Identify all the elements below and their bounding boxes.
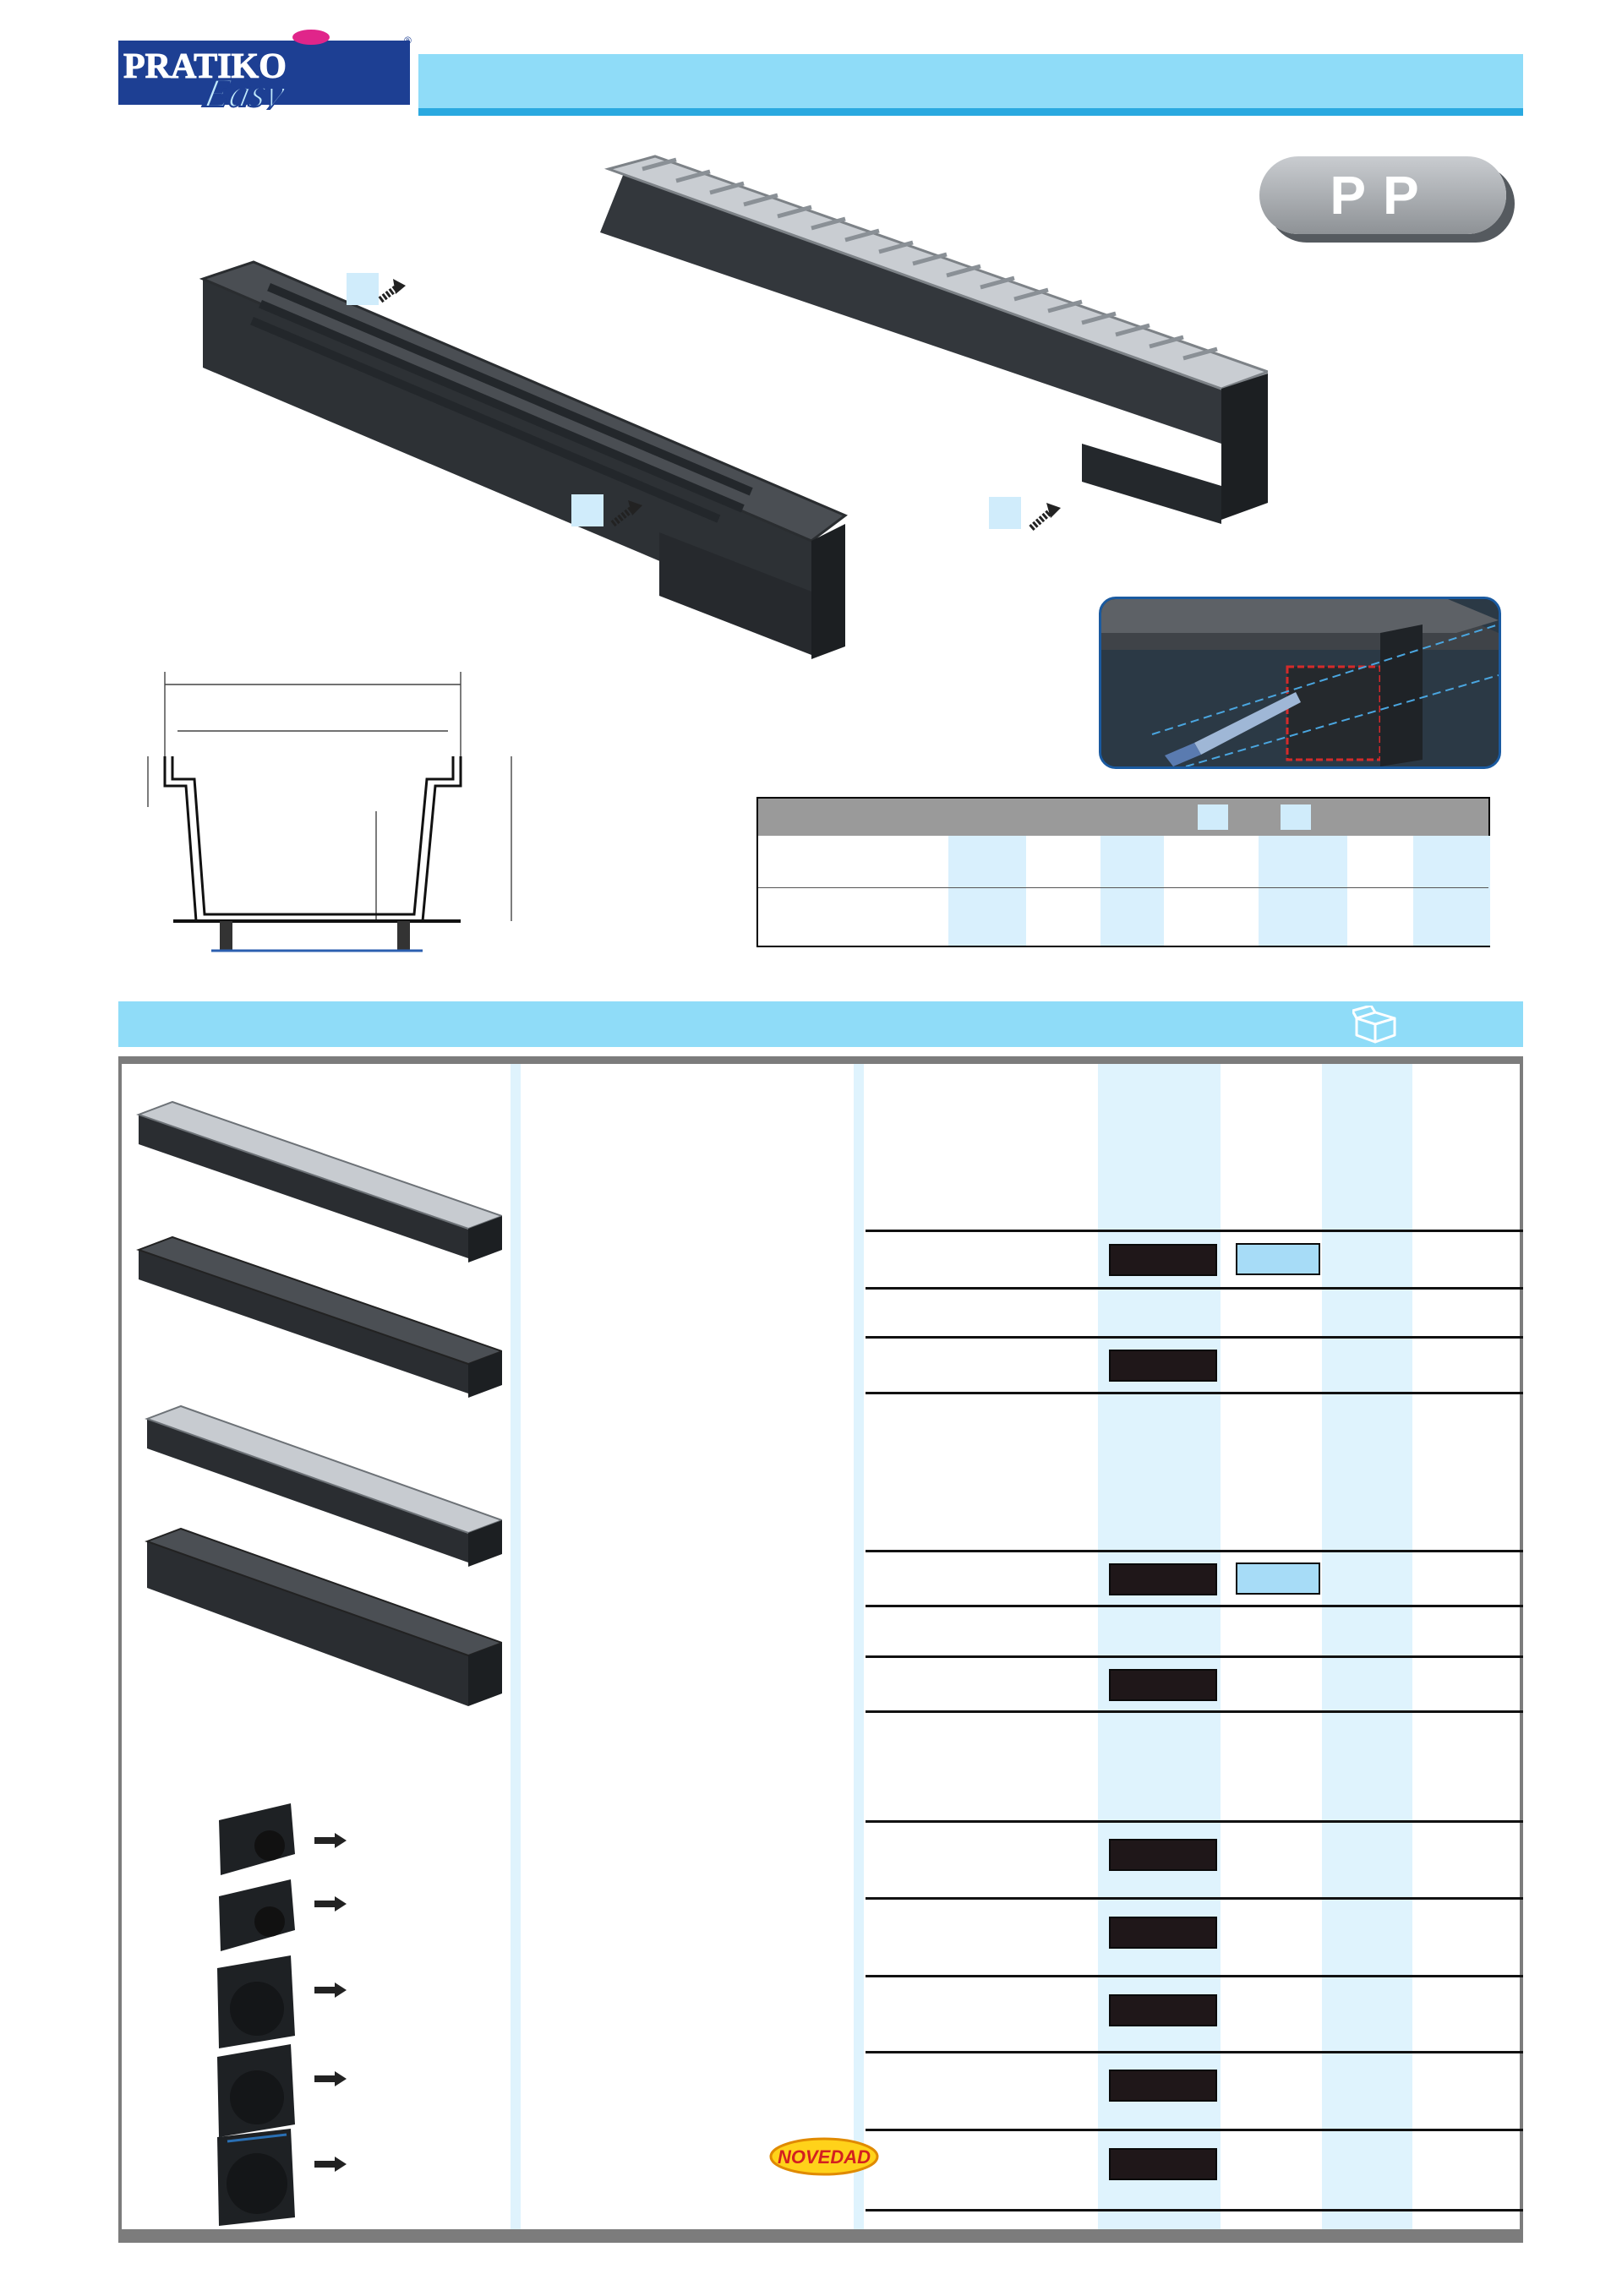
striped-arrow-icon	[314, 2157, 347, 2172]
header-bar	[418, 54, 1523, 108]
striped-arrow-icon	[314, 1896, 347, 1912]
dimensions-table	[756, 797, 1490, 947]
striped-arrow-icon	[314, 1982, 347, 1998]
pratiko-easy-logo: PRATIKO ® Easy	[118, 25, 414, 117]
channel-galvanised-thumb-2	[145, 1404, 502, 1567]
header-marker	[1281, 804, 1311, 830]
code-box-blue	[1236, 1243, 1320, 1275]
svg-text:®: ®	[404, 35, 412, 46]
code-box	[1109, 1563, 1217, 1595]
cut-detail-photo	[1099, 597, 1501, 769]
material-badge: PP	[1259, 156, 1506, 234]
end-cap-thumb-3	[217, 1955, 295, 2048]
code-box	[1109, 2148, 1217, 2180]
channel-galvanised-thumb-1	[136, 1100, 502, 1263]
end-cap-thumb-5	[217, 2129, 295, 2226]
end-cap-thumb-1	[219, 1803, 295, 1875]
striped-arrow-icon	[314, 2071, 347, 2086]
novedad-badge: NOVEDAD	[769, 2137, 879, 2176]
dimensions-table-header	[758, 799, 1488, 836]
code-box	[1109, 1994, 1217, 2026]
channel-plastic-thumb-1	[136, 1235, 502, 1398]
code-box	[1109, 1839, 1217, 1871]
hero-channels-illustration	[199, 155, 1268, 659]
code-box	[1109, 1350, 1217, 1382]
cross-section-drawing	[147, 672, 512, 952]
code-box-blue	[1236, 1562, 1320, 1595]
end-cap-thumb-2	[219, 1879, 295, 1951]
brand-name: PRATIKO	[123, 47, 287, 86]
code-box	[1109, 2070, 1217, 2102]
header-marker	[1198, 804, 1228, 830]
svg-text:NOVEDAD: NOVEDAD	[778, 2146, 871, 2168]
header-bar-underline	[418, 108, 1523, 116]
code-box	[1109, 1917, 1217, 1949]
open-box-icon	[1351, 1004, 1399, 1044]
hero-arrows	[347, 273, 1061, 532]
code-box	[1109, 1244, 1217, 1276]
brand-subname: Easy	[199, 71, 289, 110]
code-box	[1109, 1669, 1217, 1701]
section-bar	[118, 1001, 1523, 1047]
striped-arrow-icon	[314, 1833, 347, 1848]
product-table: NOVEDAD	[118, 1056, 1523, 2243]
channel-plastic-thumb-2	[145, 1527, 502, 1706]
end-cap-thumb-4	[217, 2044, 295, 2137]
